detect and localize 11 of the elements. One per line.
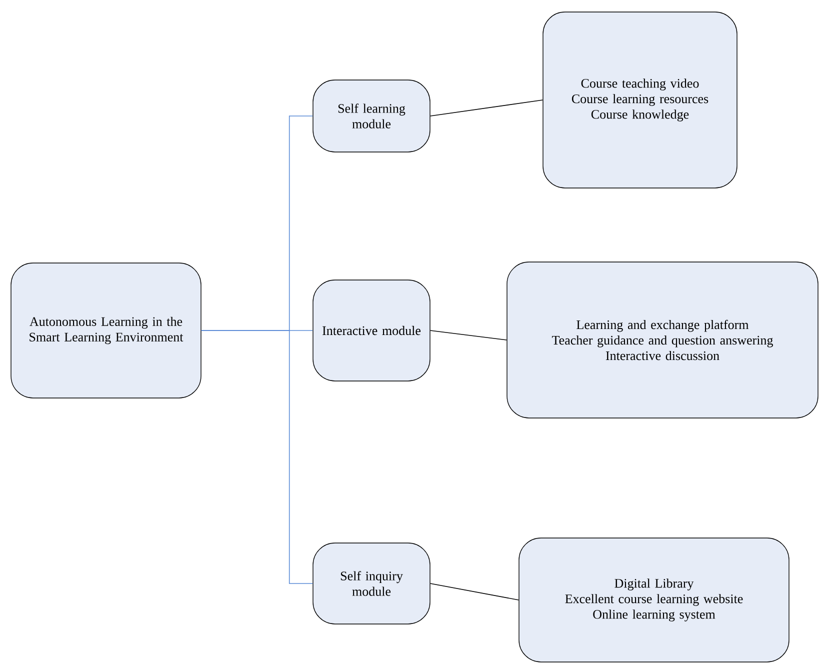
- connector-line: [430, 583, 520, 600]
- connector-line: [430, 330, 508, 340]
- module-box: Self inquiry module: [312, 542, 430, 624]
- module-box: Self learning module: [312, 80, 430, 152]
- topic-box: Autonomous Learning in the Smart Learning Environment: [10, 262, 202, 398]
- connector-line: [430, 100, 544, 116]
- list-box: Digital Library Excellent course learning website Online learning system: [518, 538, 790, 662]
- list-box: Learning and exchange platform Teacher guidance and question answering Interactive discussion: [506, 262, 818, 418]
- connector-line: [200, 330, 314, 584]
- list-box: Course teaching video Course learning resources Course knowledge: [542, 12, 738, 188]
- module-box: Interactive module: [312, 280, 430, 382]
